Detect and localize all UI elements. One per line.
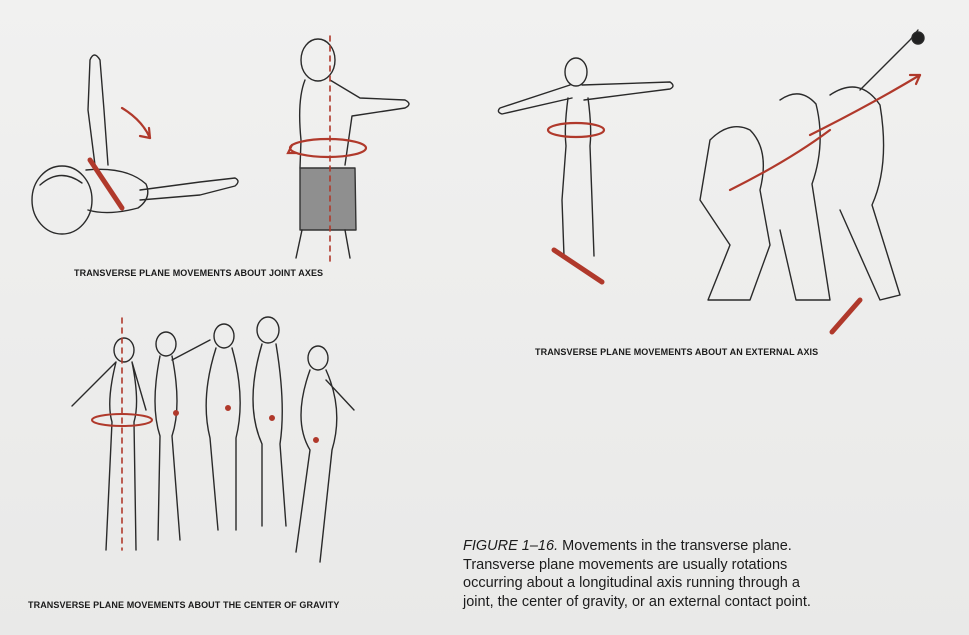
- figure-number: FIGURE 1–16.: [463, 538, 558, 554]
- label-joint-axes: TRANSVERSE PLANE MOVEMENTS ABOUT JOINT A…: [74, 268, 323, 278]
- caption-line-4: joint, the center of gravity, or an exte…: [463, 593, 943, 612]
- skater-rotation-ellipse: [548, 123, 604, 137]
- rotation-arrow: [122, 108, 150, 138]
- lying-figure: [32, 55, 238, 234]
- panel-external-axis: TRANSVERSE PLANE MOVEMENTS ABOUT AN EXTE…: [480, 0, 969, 360]
- standing-man-figure: [296, 39, 409, 258]
- throw-rotation-arrow: [730, 130, 830, 190]
- caption-first-line: FIGURE 1–16. Movements in the transverse…: [463, 537, 943, 556]
- cog-dot: [314, 438, 318, 442]
- cog-dot: [226, 406, 230, 410]
- skater-figure: [498, 58, 673, 256]
- external-axis-markers: [548, 75, 920, 332]
- shot-putter-figures: [700, 30, 924, 300]
- label-center-of-gravity: TRANSVERSE PLANE MOVEMENTS ABOUT THE CEN…: [28, 600, 339, 610]
- center-of-gravity-illustration: [0, 300, 460, 620]
- cog-markers: [92, 318, 318, 550]
- caption-line-1: Movements in the transverse plane.: [562, 538, 792, 554]
- joint-axes-illustration: [0, 0, 460, 300]
- skater-contact-axis: [554, 250, 602, 282]
- forearm-axis-rod: [90, 160, 122, 208]
- cog-dot: [174, 411, 178, 415]
- cog-dot: [270, 416, 274, 420]
- figure-caption: FIGURE 1–16. Movements in the transverse…: [463, 537, 943, 611]
- panel-center-of-gravity: TRANSVERSE PLANE MOVEMENTS ABOUT THE CEN…: [0, 300, 460, 630]
- label-external-axis: TRANSVERSE PLANE MOVEMENTS ABOUT AN EXTE…: [535, 347, 818, 357]
- panel-joint-axes: TRANSVERSE PLANE MOVEMENTS ABOUT JOINT A…: [0, 0, 460, 300]
- caption-line-2: Transverse plane movements are usually r…: [463, 556, 943, 575]
- external-axis-illustration: [480, 0, 969, 360]
- caption-line-3: occurring about a longitudinal axis runn…: [463, 574, 943, 593]
- dancer-sequence: [72, 317, 354, 562]
- shot-put-contact-axis: [832, 300, 860, 332]
